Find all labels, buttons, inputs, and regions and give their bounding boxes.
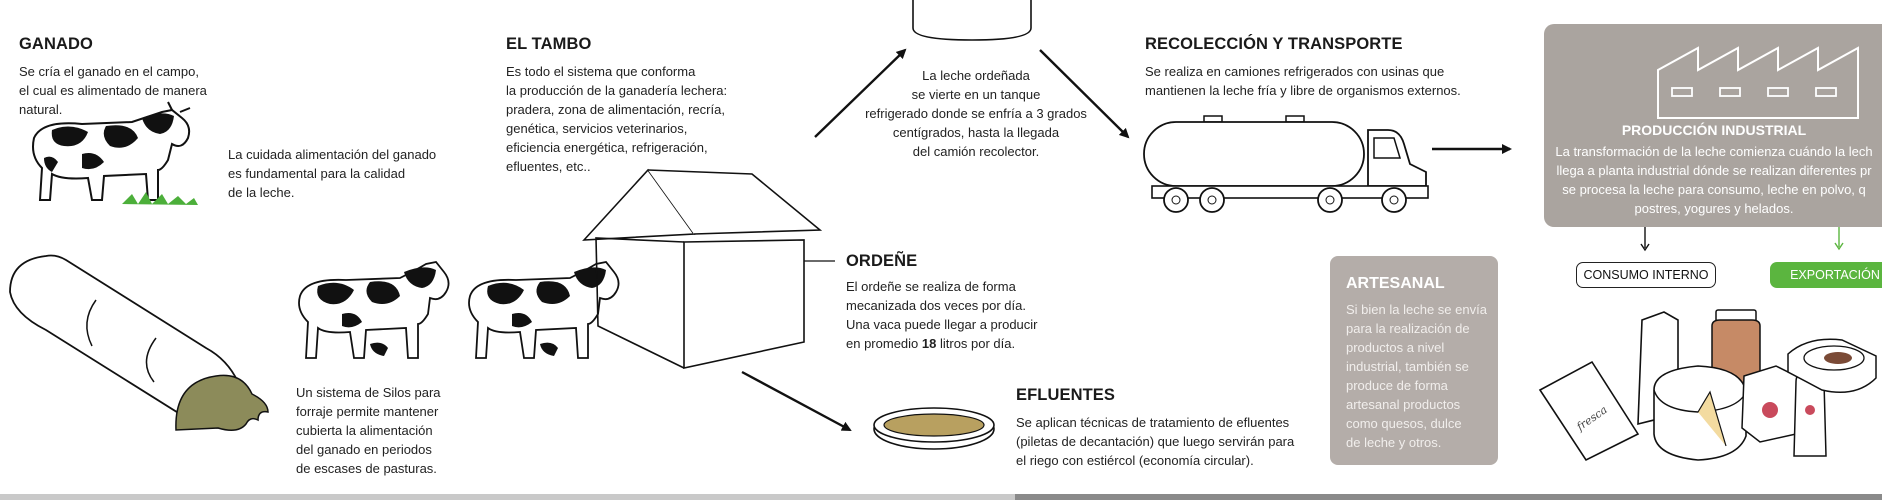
ganado-title: GANADO <box>19 35 93 53</box>
tambo-text: Es todo el sistema que conforma la produ… <box>506 64 728 174</box>
ganado-text: Se cría el ganado en el campo, el cual e… <box>19 64 207 117</box>
ordene-line1: El ordeñe se realiza de forma <box>846 279 1016 294</box>
cow-grazing-illustration <box>32 101 198 205</box>
artesanal-text: Si bien la leche se envía para la realiz… <box>1346 302 1487 450</box>
efluentes-text: Se aplican técnicas de tratamiento de ef… <box>1016 415 1295 468</box>
industrial-title: PRODUCCIÓN INDUSTRIAL <box>1621 122 1807 138</box>
efluentes-title: EFLUENTES <box>1016 386 1115 404</box>
ordene-text: El ordeñe se realiza de forma mecanizada… <box>846 277 1086 353</box>
cows-pair-illustration <box>298 261 620 359</box>
bottom-bar-right <box>1015 494 1882 500</box>
transporte-title: RECOLECCIÓN Y TRANSPORTE <box>1145 35 1403 53</box>
dairy-products-illustration: fresca <box>1538 309 1877 462</box>
silo-bag-illustration <box>9 254 269 431</box>
tanker-truck-icon <box>1143 115 1429 213</box>
ordene-title: ORDEÑE <box>846 252 918 270</box>
tambo-title: EL TAMBO <box>506 35 592 53</box>
ordene-line4-pre: en promedio <box>846 336 922 351</box>
ordene-line3: Una vaca puede llegar a producir <box>846 317 1038 332</box>
transporte-text: Se realiza en camiones refrigerados con … <box>1145 64 1461 98</box>
ordene-line4-post: litros por día. <box>936 336 1016 351</box>
industrial-panel: PRODUCCIÓN INDUSTRIAL La transformación … <box>1544 24 1882 227</box>
factory-icon <box>1657 46 1859 119</box>
consumo-interno-button[interactable]: CONSUMO INTERNO <box>1576 262 1716 288</box>
milk-tank-icon <box>912 0 1032 41</box>
exportacion-button[interactable]: EXPORTACIÓN <box>1770 262 1882 288</box>
ordene-line2: mecanizada dos veces por día. <box>846 298 1026 313</box>
ordene-line4: en promedio 18 litros por día. <box>846 334 1086 353</box>
ganado-note: La cuidada alimentación del ganado es fu… <box>228 147 437 200</box>
silos-text: Un sistema de Silos para forraje permite… <box>296 385 441 476</box>
barn-illustration <box>582 168 823 369</box>
ordene-liters-value: 18 <box>921 336 937 351</box>
artesanal-panel: ARTESANAL Si bien la leche se envía para… <box>1330 256 1498 465</box>
artesanal-title: ARTESANAL <box>1346 275 1445 292</box>
industrial-text: La transformación de la leche comienza c… <box>1555 144 1873 216</box>
bottom-bar-left <box>0 494 1015 500</box>
tanque-text: La leche ordeñada se vierte en un tanque… <box>865 68 1087 159</box>
effluent-pond-icon <box>873 407 995 450</box>
